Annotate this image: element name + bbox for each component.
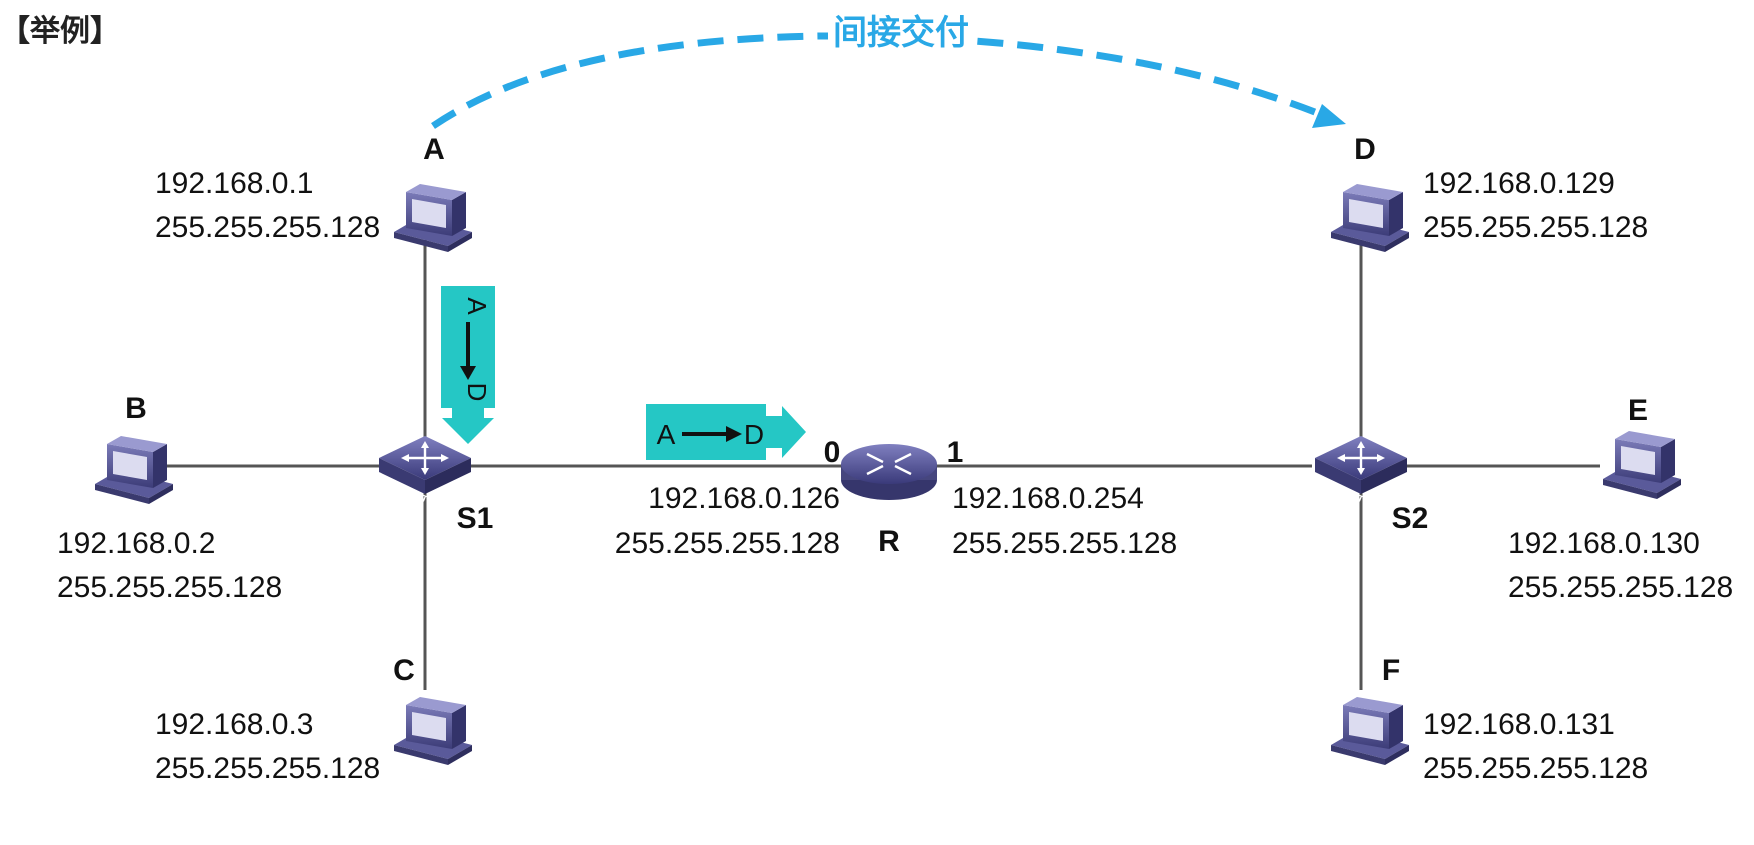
router-if0-ip: 192.168.0.126: [648, 482, 840, 515]
host-e: E 192.168.0.130 255.255.255.128: [1508, 394, 1733, 604]
host-mask: 255.255.255.128: [155, 211, 380, 244]
frame-horizontal-src: A: [657, 419, 676, 450]
frame-vertical-dst: D: [462, 383, 492, 402]
host-ip: 192.168.0.131: [1423, 708, 1615, 741]
switch-label: S1: [457, 502, 494, 535]
router-port-1: 1: [947, 436, 964, 469]
host-f: F 192.168.0.131 255.255.255.128: [1331, 654, 1648, 785]
host-label: B: [125, 392, 147, 425]
switch-s2: SWITCH S2: [1313, 434, 1429, 535]
indirect-delivery-label: 间接交付: [833, 13, 969, 53]
host-label: D: [1354, 133, 1376, 166]
frame-a-to-d-horizontal: A D: [646, 404, 806, 460]
host-label: F: [1382, 654, 1400, 687]
page-title: 【举例】: [0, 14, 120, 49]
router-if1-mask: 255.255.255.128: [952, 527, 1177, 560]
host-label: C: [393, 654, 415, 687]
host-a: A 192.168.0.1 255.255.255.128: [155, 133, 472, 252]
router-if0-mask: 255.255.255.128: [615, 527, 840, 560]
indirect-delivery-arrowhead: [1312, 104, 1346, 128]
router-label: R: [878, 525, 900, 558]
switch-s1: SWITCH S1: [377, 434, 494, 535]
host-mask: 255.255.255.128: [1508, 571, 1733, 604]
host-b: B 192.168.0.2 255.255.255.128: [57, 392, 282, 604]
host-d: D 192.168.0.129 255.255.255.128: [1331, 133, 1648, 252]
router-caption: ROUTER: [870, 500, 909, 510]
host-label: A: [423, 133, 445, 166]
host-ip: 192.168.0.129: [1423, 167, 1615, 200]
host-ip: 192.168.0.1: [155, 167, 313, 200]
host-mask: 255.255.255.128: [1423, 211, 1648, 244]
host-c: C 192.168.0.3 255.255.255.128: [155, 654, 472, 785]
indirect-delivery-arc: [431, 32, 1327, 129]
host-mask: 255.255.255.128: [57, 571, 282, 604]
host-mask: 255.255.255.128: [155, 752, 380, 785]
router-if1-ip: 192.168.0.254: [952, 482, 1144, 515]
network-links: [165, 240, 1600, 690]
host-ip: 192.168.0.3: [155, 708, 313, 741]
frame-vertical-src: A: [462, 297, 492, 315]
frame-a-to-d-vertical: A D: [441, 286, 495, 444]
switch-label: S2: [1392, 502, 1429, 535]
host-ip: 192.168.0.130: [1508, 527, 1700, 560]
host-label: E: [1628, 394, 1648, 427]
router-port-0: 0: [824, 436, 841, 469]
frame-horizontal-dst: D: [744, 419, 764, 450]
router-r: ROUTER R 0 1 192.168.0.126 255.255.255.1…: [615, 436, 1177, 560]
host-mask: 255.255.255.128: [1423, 752, 1648, 785]
host-ip: 192.168.0.2: [57, 527, 215, 560]
